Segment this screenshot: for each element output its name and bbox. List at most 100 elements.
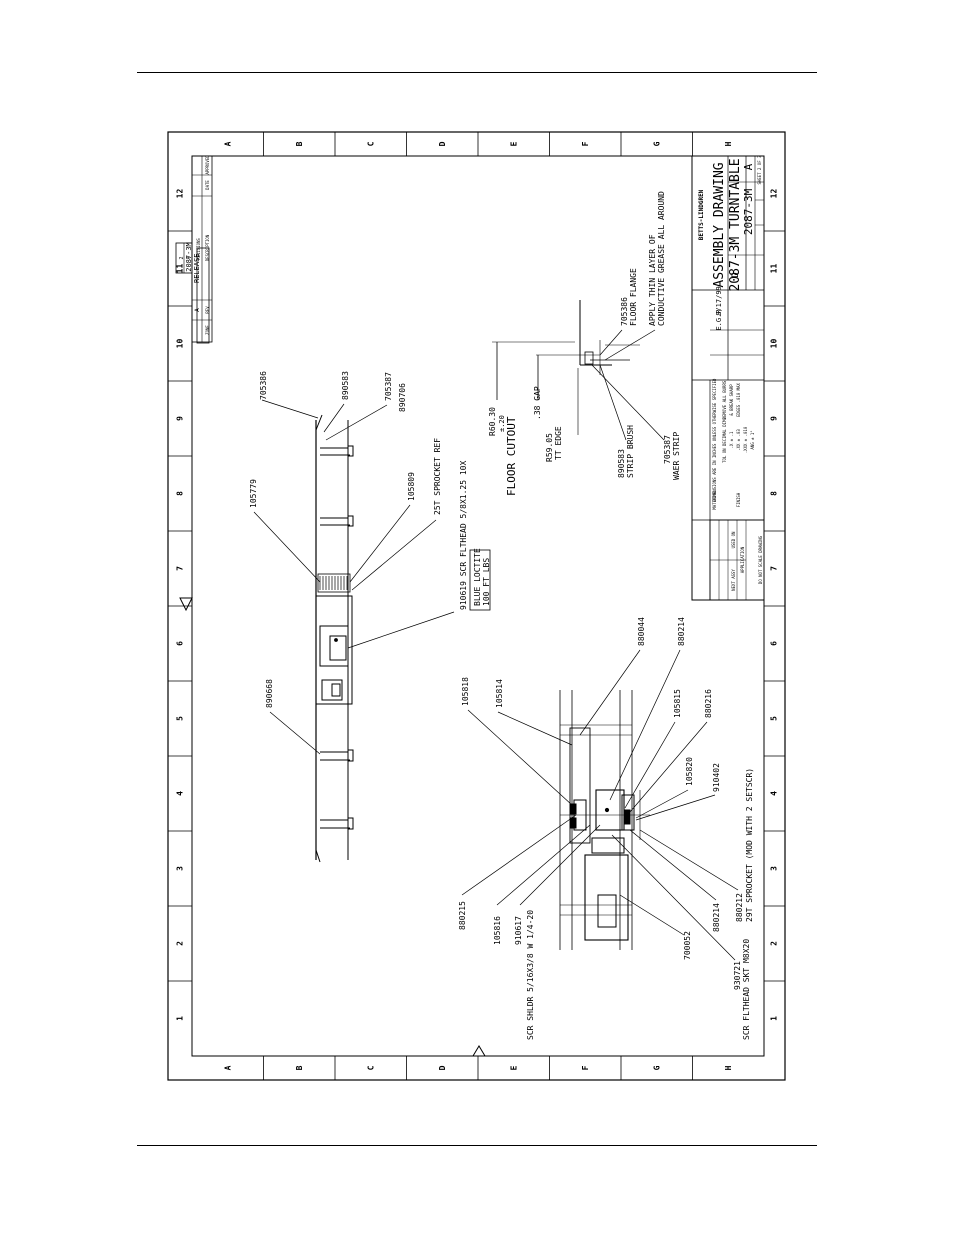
callout-910617-desc: SCR SHLDR 5/16X3/8 W 1/4-20 (526, 910, 535, 1040)
callout-grease-2: CONDUCTIVE GREASE ALL AROUND (657, 191, 666, 326)
callout-25t-sprocket: 25T SPROCKET REF (433, 438, 442, 515)
zone-number-left: 5 (176, 716, 185, 721)
callout-880212: 880212 (735, 893, 744, 922)
tolerance-0: TOL ON DECIMAL DIM. (722, 417, 727, 463)
zone-number-left: 3 (176, 866, 185, 871)
callout-blue-loctite: BLUE LOCTITE (473, 548, 482, 606)
zone-letter-top: B (295, 141, 304, 146)
title-block: BETTS-LINDGREN ASSEMBLY DRAWING 2087-3M … (691, 155, 765, 601)
zone-letter-top: A (223, 141, 232, 146)
callout-strip-brush: STRIP BRUSH (626, 425, 635, 478)
zone-letter-bottom: H (724, 1065, 733, 1070)
callout-910619: 910619 SCR FLTHEAD 5/8X1.25 10X (459, 461, 468, 610)
zone-number-right: 7 (770, 566, 779, 571)
zone-number-right: 4 (770, 791, 779, 796)
zone-number-left: 11 (176, 264, 185, 274)
rev-a: A (194, 308, 201, 312)
zone-number-right: 2 (770, 941, 779, 946)
center-mark-bottom (472, 1045, 486, 1057)
zone-letter-bottom: G (652, 1065, 661, 1070)
zone-number-right: 12 (770, 189, 779, 199)
drawing-title-1: ASSEMBLY DRAWING (712, 162, 727, 287)
callout-105779: 105779 (249, 479, 258, 508)
note-2: EDGES .010 MAX (736, 383, 741, 417)
zone-number-left: 4 (176, 791, 185, 796)
callout-880216: 880216 (704, 689, 713, 718)
callout-890583: 890583 (341, 371, 350, 400)
callout-930721-desc: SCR FLTHEAD SKT M8X20 (742, 939, 751, 1040)
callout-100-ft-lbs: 100 FT LBS (482, 558, 491, 606)
rev-zone-col: ZONE (205, 325, 210, 335)
used-on: USED ON (731, 531, 736, 548)
material-label: MATERIAL (712, 490, 717, 510)
dim-r6030-tol: ±.20 (498, 415, 506, 432)
side-view (315, 414, 354, 863)
drawn-date: 8/17/99 (715, 286, 723, 316)
callout-105809: 105809 (407, 472, 416, 501)
revision-block: 2087-3M 2 A REVISIONS ZONE REV DESCRIPTI… (175, 155, 213, 344)
dim-r5905: R59.05 (545, 433, 554, 462)
zone-number-right: 1 (770, 1016, 779, 1021)
callout-105814: 105814 (495, 679, 504, 708)
rev-rev-col: REV (205, 306, 210, 314)
zone-number-left: 9 (176, 416, 185, 421)
callout-880044: 880044 (637, 617, 646, 646)
zone-number-right: 6 (770, 641, 779, 646)
callout-grease-1: APPLY THIN LAYER OF (648, 234, 657, 326)
plan-view (559, 690, 650, 950)
drawing-size: D (731, 272, 741, 277)
callout-waer-strip: WAER STRIP (672, 432, 681, 480)
rev-desc-col: DESCRIPTION (205, 234, 210, 261)
callout-705387-b: 705387 (663, 435, 672, 464)
zone-letter-bottom: C (366, 1065, 375, 1070)
callout-105815: 105815 (673, 689, 682, 718)
zone-number-left: 6 (176, 641, 185, 646)
zone-number-right: 8 (770, 491, 779, 496)
zone-number-left: 7 (176, 566, 185, 571)
tolerance-3: .XXX ± .010 (743, 426, 748, 453)
callout-910617: 910617 (514, 916, 523, 945)
application: APPLICATION (740, 546, 745, 573)
callout-105816: 105816 (493, 916, 502, 945)
rev-approved-col: APPROVED (205, 155, 210, 175)
callout-910402: 910402 (712, 763, 721, 792)
callout-705387: 705387 (384, 372, 393, 401)
finish-label: FINISH (736, 492, 741, 507)
callout-105818: 105818 (461, 677, 470, 706)
note-0: REMOVE ALL BURRS (722, 380, 727, 419)
dim-tt-edge: TT EDGE (554, 426, 563, 460)
tolerance-4: ANG ± 1° (750, 430, 755, 449)
callout-890706: 890706 (398, 383, 407, 412)
sheet-number: SHEET 2 OF 3 (757, 155, 762, 184)
leader-lines (253, 329, 739, 961)
drawing-title-2: 2087-3M TURNTABLE (728, 158, 743, 291)
dim-r6030: R60.30 (488, 407, 497, 436)
zone-letter-bottom: F (581, 1065, 590, 1070)
next-assy: NEXT ASSY (731, 569, 736, 591)
zone-number-right: 11 (770, 264, 779, 274)
zone-letter-bottom: D (438, 1065, 447, 1070)
callout-705386-b: 705386 (620, 297, 629, 326)
do-not-scale: DO NOT SCALE DRAWING (758, 535, 763, 584)
zone-number-left: 10 (176, 339, 185, 349)
floor-detail (492, 300, 640, 435)
callout-705386: 705386 (259, 371, 268, 400)
zone-letter-top: E (509, 141, 518, 146)
rev-dwg-no: 2087-3M (185, 242, 193, 272)
dim-gap: .38 GAP (533, 386, 542, 420)
callout-880215: 880215 (458, 901, 467, 930)
note-1: & BREAK SHARP (729, 384, 734, 416)
rev-release: RELEASE (193, 253, 201, 283)
zone-letter-top: H (724, 141, 733, 146)
callout-930721: 930721 (733, 961, 742, 990)
callout-105820: 105820 (685, 757, 694, 786)
zone-letter-bottom: B (295, 1065, 304, 1070)
zone-number-right: 10 (770, 339, 779, 349)
zone-letter-top: G (652, 141, 661, 146)
loctite-box (469, 549, 491, 611)
rev-rev-box: A (186, 256, 192, 259)
page-rule-bottom (137, 1145, 817, 1146)
zone-letter-top: C (366, 141, 375, 146)
callout-890668: 890668 (265, 679, 274, 708)
